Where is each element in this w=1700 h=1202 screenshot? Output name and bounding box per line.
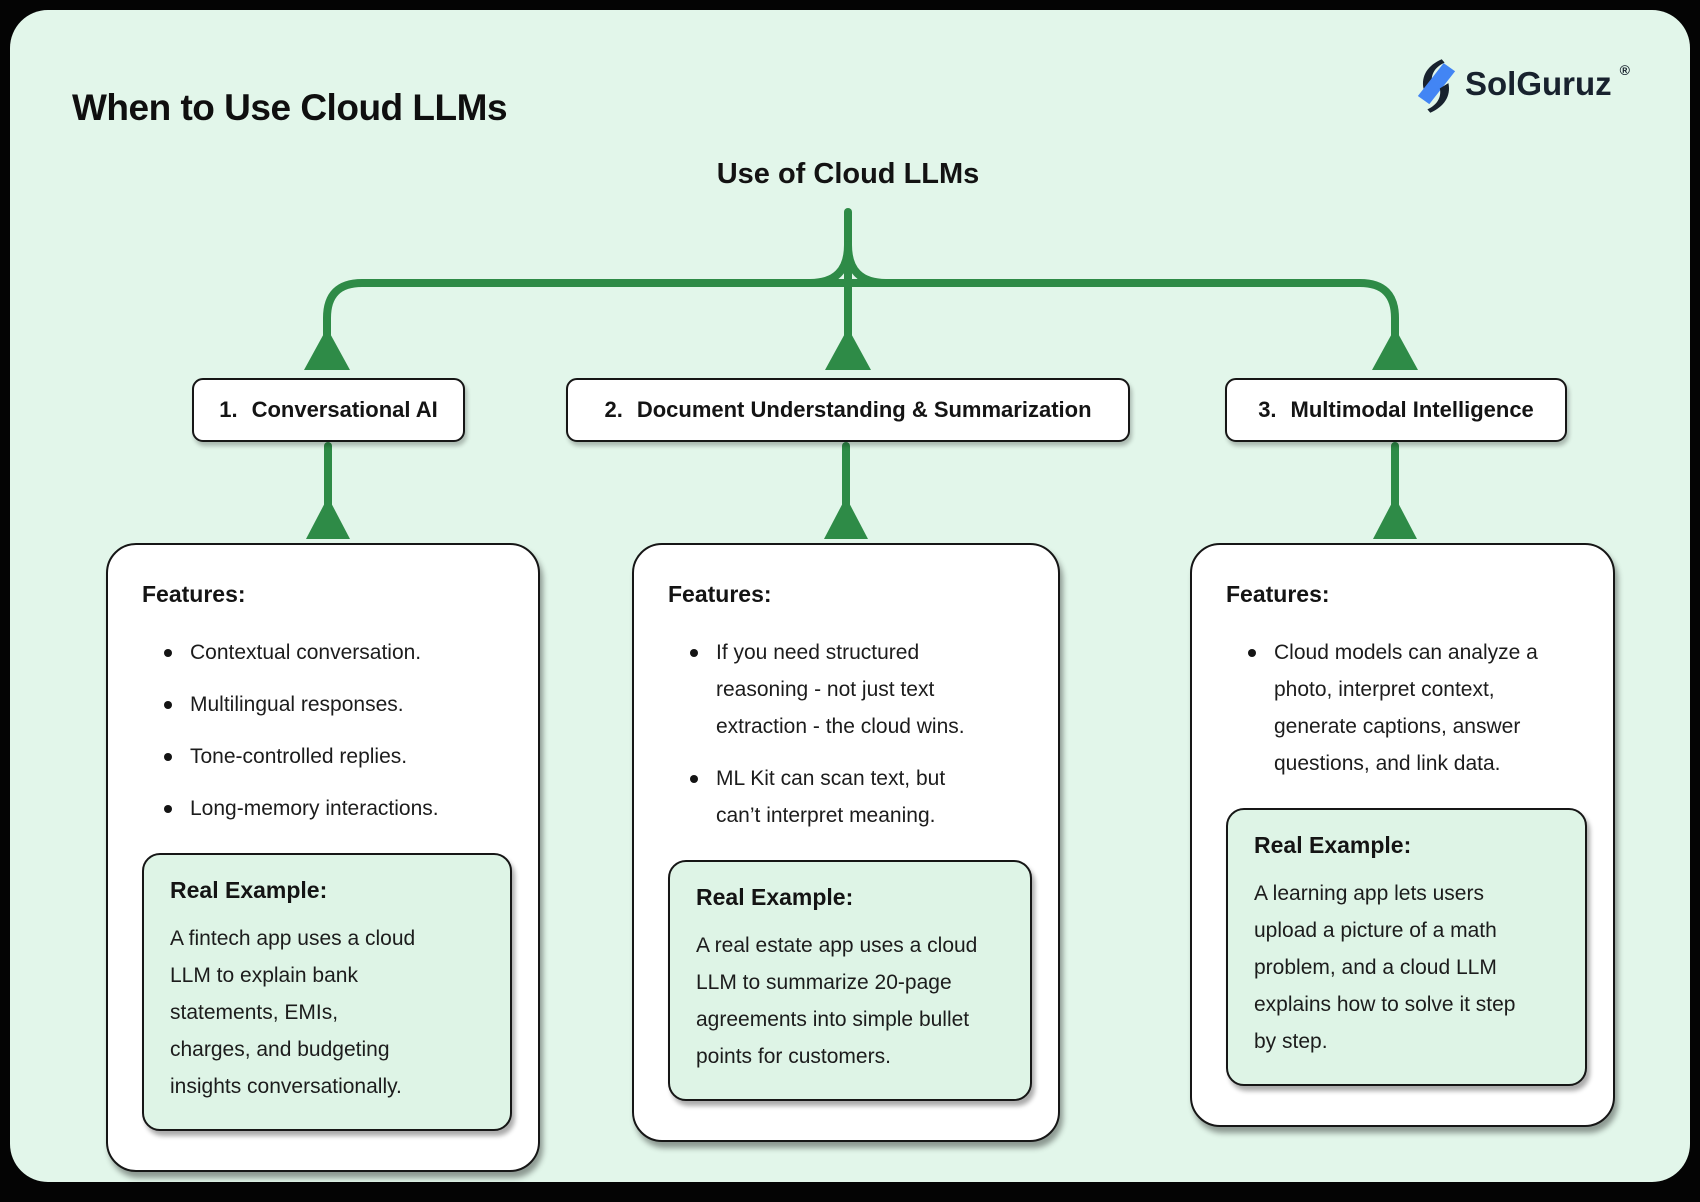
branch-title: Multimodal Intelligence [1290, 397, 1534, 422]
feature-item: Long-memory interactions. [164, 790, 460, 827]
features-list: If you need structured reasoning - not j… [668, 634, 1032, 834]
feature-item: ML Kit can scan text, but can’t interpre… [690, 760, 978, 834]
branch-title: Conversational AI [251, 397, 438, 422]
real-example-heading: Real Example: [1254, 832, 1412, 858]
feature-item: Tone-controlled replies. [164, 738, 460, 775]
feature-card-conversational-ai: Features: Contextual conversation. Multi… [106, 543, 540, 1172]
real-example-box: Real Example: A fintech app uses a cloud… [142, 853, 512, 1131]
trunk-fillet-left [806, 241, 852, 287]
infographic-panel: When to Use Cloud LLMs SolGuruz ® Use of… [10, 10, 1690, 1182]
root-node-label: Use of Cloud LLMs [716, 158, 980, 190]
real-example-box: Real Example: A learning app lets users … [1226, 808, 1587, 1086]
real-example-text: A learning app lets users upload a pictu… [1254, 882, 1516, 1053]
branch-node-conversational-ai: 1. Conversational AI [192, 378, 465, 442]
branch-arms-line [323, 279, 1399, 348]
trunk-fillet-right [844, 241, 890, 287]
feature-item: If you need structured reasoning - not j… [690, 634, 978, 745]
page-title: When to Use Cloud LLMs [72, 86, 508, 128]
feature-item: Contextual conversation. [164, 634, 460, 671]
features-heading: Features: [142, 581, 246, 607]
solguruz-logo-text: SolGuruz [1465, 65, 1612, 102]
branch-number: 3. [1258, 397, 1277, 422]
feature-card-multimodal-intelligence: Features: Cloud models can analyze a pho… [1190, 543, 1615, 1127]
branch-number: 1. [219, 397, 238, 422]
feature-card-document-understanding: Features: If you need structured reasoni… [632, 543, 1060, 1142]
real-example-text: A real estate app uses a cloud LLM to su… [696, 934, 978, 1068]
arrowhead-card-1 [306, 497, 350, 539]
arrowhead-branch-3 [1372, 328, 1418, 370]
solguruz-logo-icon [1417, 59, 1456, 113]
branch-node-document-understanding: 2. Document Understanding & Summarizatio… [566, 378, 1130, 442]
features-heading: Features: [668, 581, 772, 607]
feature-item: Cloud models can analyze a photo, interp… [1248, 634, 1546, 782]
features-list: Cloud models can analyze a photo, interp… [1226, 634, 1587, 782]
registered-trademark-icon: ® [1619, 62, 1630, 78]
solguruz-logo: SolGuruz ® [1415, 56, 1630, 114]
real-example-text: A fintech app uses a cloud LLM to explai… [170, 927, 416, 1098]
arrowhead-card-3 [1373, 497, 1417, 539]
branch-node-multimodal-intelligence: 3. Multimodal Intelligence [1225, 378, 1567, 442]
real-example-heading: Real Example: [696, 884, 854, 910]
branch-title: Document Understanding & Summarization [636, 397, 1092, 422]
branch-number: 2. [604, 397, 623, 422]
arrowhead-card-2 [824, 497, 868, 539]
arrowhead-branch-1 [304, 328, 350, 370]
features-heading: Features: [1226, 581, 1330, 607]
real-example-heading: Real Example: [170, 877, 328, 903]
features-list: Contextual conversation. Multilingual re… [142, 634, 512, 827]
real-example-box: Real Example: A real estate app uses a c… [668, 860, 1032, 1101]
arrowhead-branch-2 [825, 328, 871, 370]
feature-item: Multilingual responses. [164, 686, 460, 723]
